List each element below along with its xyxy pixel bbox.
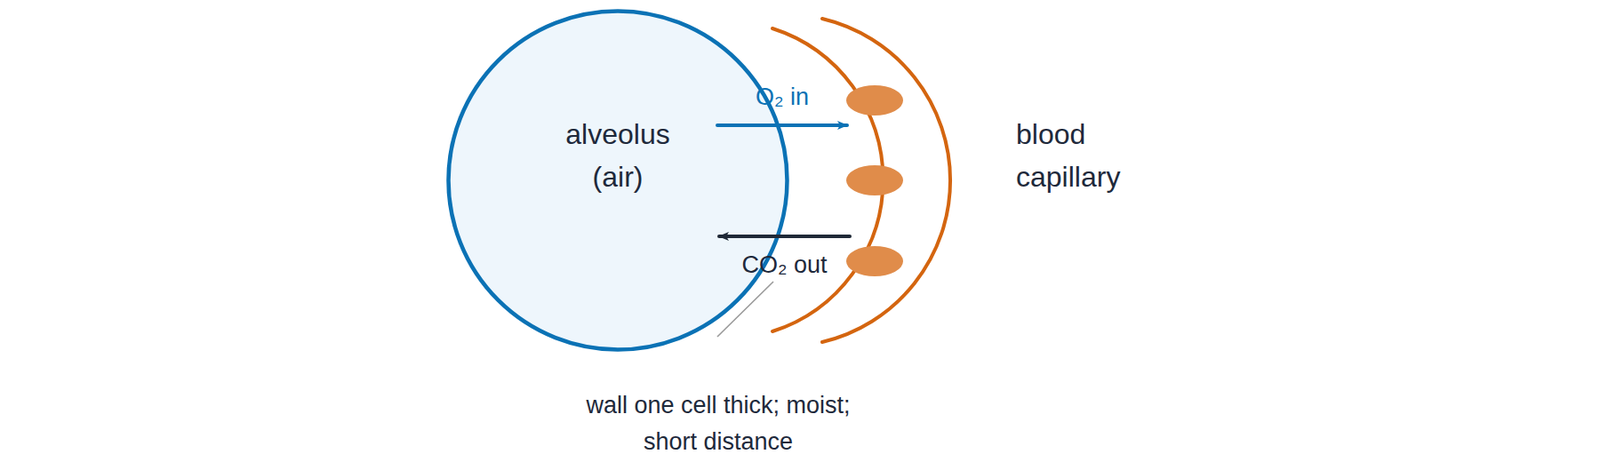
edge-label: CO₂ out: [741, 251, 827, 280]
node-label: blood capillary: [1016, 112, 1168, 199]
red-blood-cell: [846, 165, 904, 196]
node-outline: [764, 13, 956, 348]
node-label: alveolus (air): [551, 112, 685, 199]
red-blood-cell: [846, 85, 904, 116]
alveolus-circle: alveolus (air): [446, 8, 790, 352]
diffusion-arrow: [717, 123, 848, 128]
callout-note: wall one cell thick; moist; short distan…: [584, 387, 852, 460]
capillary-vessel: blood capillary: [764, 13, 956, 348]
red-blood-cell: [846, 246, 904, 277]
capillary-wall: [822, 18, 951, 343]
alveolus-wall: [448, 11, 788, 351]
diffusion-arrow: [719, 234, 850, 239]
edge-label: O₂ in: [755, 83, 809, 112]
